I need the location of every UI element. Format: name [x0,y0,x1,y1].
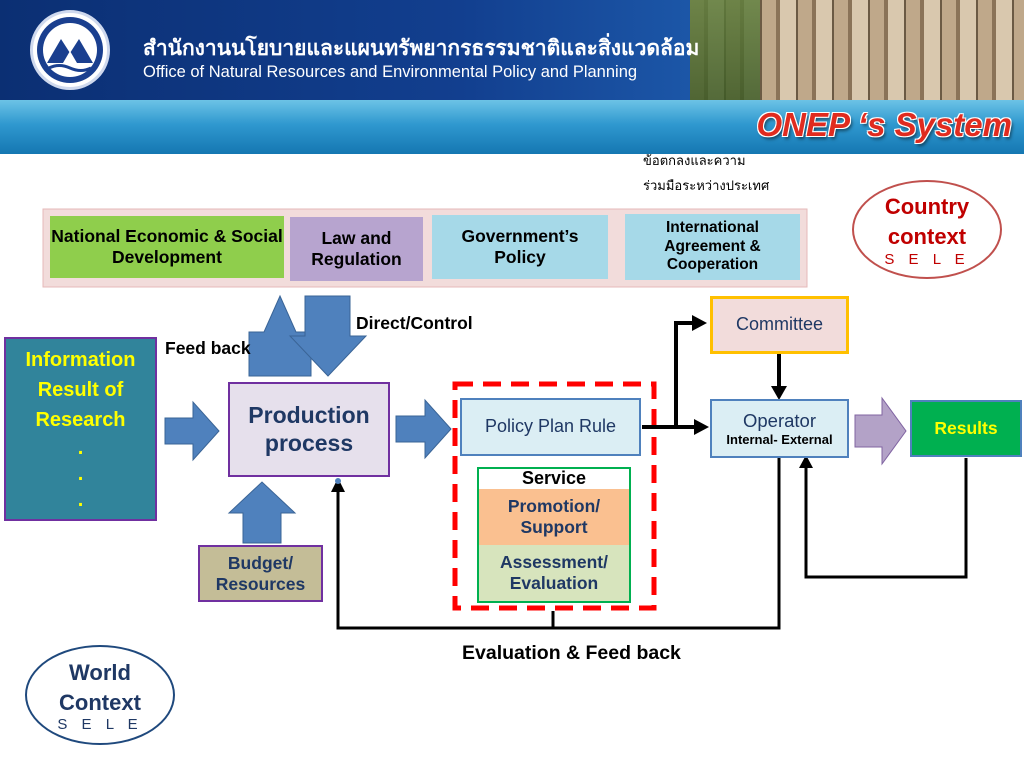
info-to-production-arrow [164,400,220,462]
operator-to-results-arrow [854,396,907,466]
header-thai-title: สำนักงานนโยบายและแผนทรัพยากรธรรมชาติและส… [143,36,700,60]
onep-logo [30,10,110,90]
service-box: Service Promotion/ Support Assessment/ E… [477,467,631,603]
world-context-ellipse: World Context S E L E [25,645,175,745]
promotion-support-box: Promotion/ Support [479,489,629,545]
information-dot-3: . [77,489,84,511]
dashed-policy-box [452,381,657,611]
policy-plan-rule-box: Policy Plan Rule [460,398,641,456]
title-band [0,100,1024,154]
world-context-line2: Context [59,689,141,715]
information-line2: Result of [37,379,124,401]
feed-back-up-arrow [248,294,312,377]
government-policy-box: Government’s Policy [432,215,608,279]
information-line1: Information [25,349,136,371]
information-line3: Research [35,409,126,431]
world-context-line1: World [69,659,131,685]
international-agreement-box: International Agreement & Cooperation [625,214,800,280]
country-context-ellipse: Country context S E L E [852,180,1002,279]
service-title: Service [521,468,587,489]
country-context-sele: S E L E [884,250,970,268]
evaluation-feedback-label: Evaluation & Feed back [462,642,681,664]
production-process-box: Production process [228,382,390,477]
information-dot-2: . [77,463,84,485]
thai-note: ข้อตกลงและความ ร่วมมือระหว่างประเทศ [643,149,769,199]
thai-note-line2: ร่วมมือระหว่างประเทศ [643,179,770,194]
world-context-sele: S E L E [57,716,143,734]
country-context-line2: context [887,224,967,249]
operator-sub: Internal- External [726,432,833,447]
feed-back-label: Feed back [165,338,251,358]
results-box: Results [910,400,1022,457]
production-to-policy-arrow [395,398,452,460]
direct-control-label: Direct/Control [356,313,473,333]
direct-control-down-arrow [288,295,368,377]
header-english-title: Office of Natural Resources and Environm… [143,63,638,81]
operator-box: Operator Internal- External [710,399,849,458]
assessment-evaluation-box: Assessment/ Evaluation [479,545,629,601]
trees-photo [690,0,760,100]
operator-title: Operator [742,410,816,431]
budget-up-arrow [227,481,297,544]
national-economic-box: National Economic & Social Development [50,216,284,278]
slide-title: ONEP ‘s System [756,106,1012,143]
information-dot-1: . [77,437,84,459]
budget-resources-box: Budget/ Resources [198,545,323,602]
thai-note-line1: ข้อตกลงและความ [643,154,746,169]
information-box: Information Result of Research . . . [4,337,157,521]
committee-box: Committee [710,296,849,354]
country-context-line1: Country [884,194,970,220]
law-regulation-box: Law and Regulation [290,217,423,281]
